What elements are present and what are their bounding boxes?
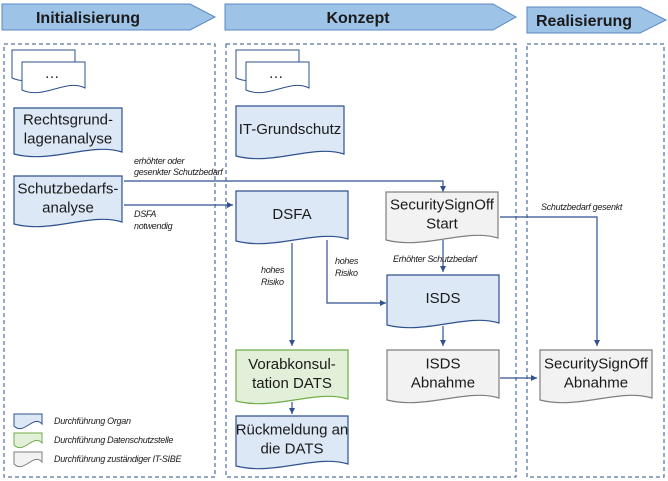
phase-label: Initialisierung [36,10,140,27]
document-shape [235,105,345,160]
node-label: ISDS [425,290,460,307]
document-shape [13,175,123,228]
edge-label-high-risk-1a: hohes [261,265,285,275]
edge-dsfa-isds [326,240,386,306]
placeholder-documents: … [11,49,86,94]
edge-label-high-risk-2a: hohes [335,256,359,266]
document-shape [13,107,123,158]
edge-label-increased: Erhöhter Schutzbedarf [393,254,479,264]
legend-item: Durchführung zuständiger IT-SIBE [13,451,183,467]
node-label: ISDS [425,356,460,373]
phase-konzept: Konzept [224,3,518,31]
document-shape [385,191,499,244]
node-label: tation DATS [252,375,332,392]
document-shape [235,349,349,405]
legend-swatch [13,451,43,467]
lane-realisierung [526,43,665,478]
phase-label: Konzept [326,10,390,27]
node-label: SecuritySignOff [544,356,649,373]
node-label: DSFA [272,206,311,223]
document-shape [386,349,500,404]
node-label: SecuritySignOff [390,197,495,214]
node-label: Start [426,216,459,233]
document-shape [539,349,653,404]
node-label: Rechtsgrund- [23,112,113,129]
edge-label-schutzbedarf-changed-1: erhöhter oder [134,156,185,166]
edge-label-high-risk-2b: Risiko [335,268,358,278]
node-label: Schutzbedarfs- [18,181,119,198]
legend-swatch [13,413,43,429]
phase-label: Realisierung [536,13,632,30]
ellipsis-text: … [45,65,60,82]
edge-label-dsfa-needed-1: DSFA [134,209,156,219]
phase-realisierung: Realisierung [526,6,668,34]
node-rechtsgrundlagen[interactable]: Rechtsgrund-lagenanalyse [13,107,123,158]
edge-sso-start-sso-abnahme [500,216,600,346]
edge-label-dsfa-needed-2: notwendig [134,221,173,231]
node-dsfa[interactable]: DSFA [235,190,349,245]
node-schutzbedarf[interactable]: Schutzbedarfs-analyse [13,175,123,228]
edge-schutzbedarf-sso-start [124,180,446,192]
connectors [124,180,600,414]
ellipsis-text: … [269,65,284,82]
node-label: Abnahme [564,375,628,392]
node-label: Abnahme [411,375,475,392]
node-label: IT-Grundschutz [239,121,342,138]
edge-label-lowered: Schutzbedarf gesenkt [541,202,623,212]
node-isds-abnahme[interactable]: ISDS Abnahme [386,349,500,404]
document-shape [386,274,500,329]
edge-labels: erhöhter oder gesenkter Schutzbedarf DSF… [134,156,623,287]
node-isds[interactable]: ISDS [386,274,500,329]
node-it-grundschutz[interactable]: IT-Grundschutz [235,105,345,160]
node-label: analyse [42,200,94,217]
node-label: Rückmeldung an [236,422,349,439]
legend-item: Durchführung Datenschutzstelle [13,432,174,448]
legend-label: Durchführung Organ [54,416,131,426]
lane-konzept [225,43,517,478]
lane-initialisierung [3,43,216,478]
legend-swatch [13,432,43,448]
placeholder-documents: … [235,49,310,94]
legend-item: Durchführung Organ [13,413,131,429]
legend-label: Durchführung Datenschutzstelle [54,435,173,445]
node-vorab[interactable]: Vorabkonsul-tation DATS [235,349,349,405]
document-shape [235,415,349,470]
document-shape [235,190,349,245]
node-label: lagenanalyse [24,131,112,148]
node-label: die DATS [260,441,323,458]
edge-label-high-risk-1b: Risiko [261,277,284,287]
node-label: Vorabkonsul- [248,356,336,373]
phase-initialisierung: Initialisierung [1,3,217,31]
legend-label: Durchführung zuständiger IT-SIBE [54,454,182,464]
node-rueckmeldung[interactable]: Rückmeldung an die DATS [235,415,349,470]
edge-label-schutzbedarf-changed-2: gesenkter Schutzbedarf [134,167,224,177]
